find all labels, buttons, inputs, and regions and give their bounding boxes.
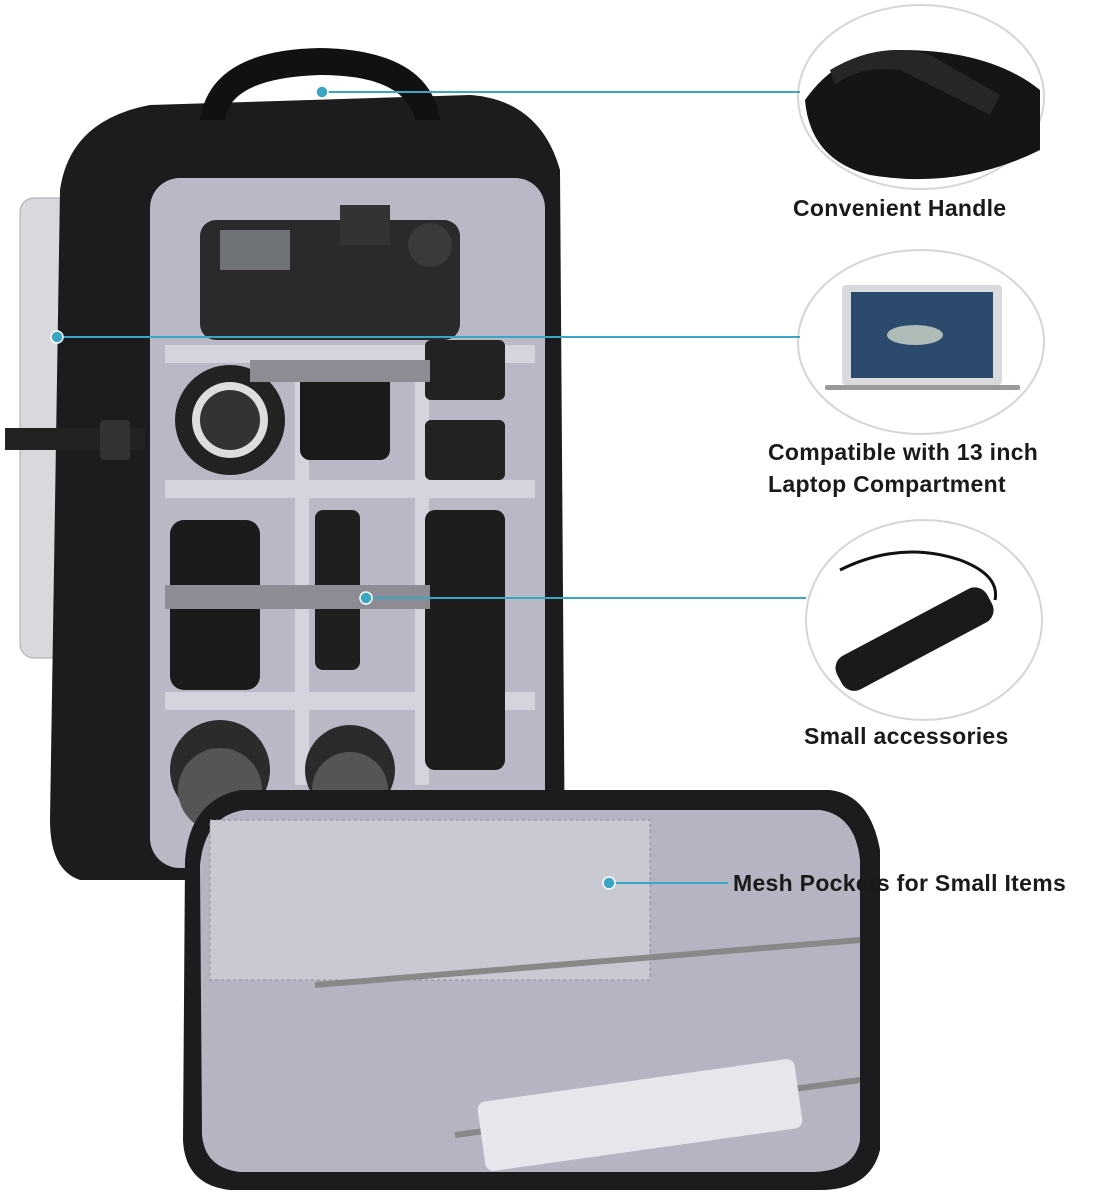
- callout-label-accessories: Small accessories: [804, 723, 1009, 749]
- callout-dots: [50, 85, 616, 890]
- handle-closeup-icon: [805, 50, 1040, 180]
- callout-label-laptop-line2: Laptop Compartment: [768, 471, 1006, 497]
- backpack-handle: [200, 48, 440, 120]
- callout-label-laptop: Compatible with 13 inch: [768, 439, 1039, 465]
- zipper: [314, 937, 861, 988]
- camera: [200, 205, 460, 340]
- laptop-icon: [825, 285, 1020, 390]
- velcro-strap: [250, 360, 430, 382]
- remote-shutter-icon: [835, 550, 998, 691]
- mesh-pocket: [209, 819, 651, 981]
- callout-label-handle: Convenient Handle: [793, 195, 1007, 221]
- strap-buckle: [100, 420, 130, 460]
- callout-label-mesh: Mesh Pockets for Small Items: [733, 870, 1067, 896]
- tablet: [477, 1059, 803, 1171]
- callout-lines: [57, 91, 806, 884]
